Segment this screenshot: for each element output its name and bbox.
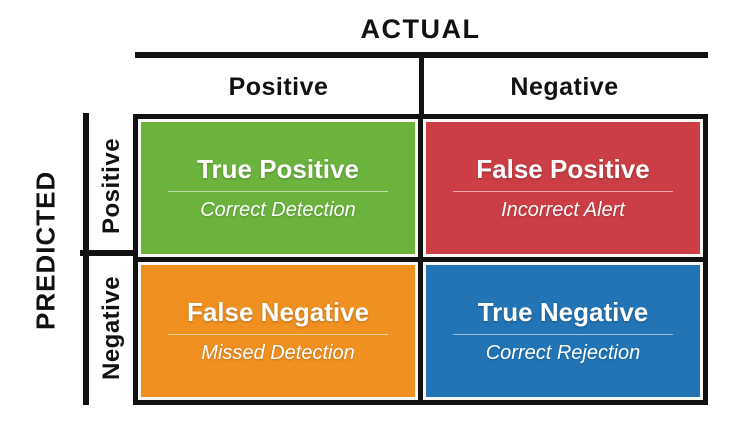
cell-subtitle: Correct Rejection: [485, 342, 641, 365]
cell-title: False Positive: [476, 153, 650, 184]
column-header-negative: Negative: [510, 73, 619, 101]
false-negative-block: False Negative Missed Detection: [141, 265, 415, 397]
cell-subtitle: Correct Detection: [200, 199, 356, 222]
cell-true-positive: True Positive Correct Detection: [138, 119, 418, 257]
cell-separator: [453, 334, 673, 336]
actual-axis-label: ACTUAL: [360, 14, 481, 44]
predicted-axis-rule: [83, 113, 89, 405]
false-positive-block: False Positive Incorrect Alert: [426, 122, 700, 254]
row-header-negative: Negative: [98, 275, 125, 381]
predicted-axis-label: PREDICTED: [30, 170, 61, 330]
cell-true-negative: True Negative Correct Rejection: [423, 262, 703, 400]
cell-separator: [168, 334, 388, 336]
column-header-divider: [419, 58, 424, 115]
cell-title: False Negative: [186, 296, 370, 327]
cell-separator: [168, 191, 388, 193]
cell-subtitle: Missed Detection: [201, 342, 355, 365]
matrix-grid: True Positive Correct Detection False Po…: [133, 114, 708, 405]
column-header-positive: Positive: [228, 73, 329, 101]
cell-title: True Positive: [197, 153, 359, 184]
cell-false-negative: False Negative Missed Detection: [138, 262, 418, 400]
true-positive-block: True Positive Correct Detection: [141, 122, 415, 254]
actual-axis-rule: [135, 52, 708, 58]
cell-false-positive: False Positive Incorrect Alert: [423, 119, 703, 257]
true-negative-block: True Negative Correct Rejection: [426, 265, 700, 397]
cell-title: True Negative: [477, 296, 649, 327]
cell-subtitle: Incorrect Alert: [501, 199, 625, 222]
row-header-positive: Positive: [98, 137, 125, 234]
row-header-divider: [80, 250, 133, 256]
cell-separator: [453, 191, 673, 193]
